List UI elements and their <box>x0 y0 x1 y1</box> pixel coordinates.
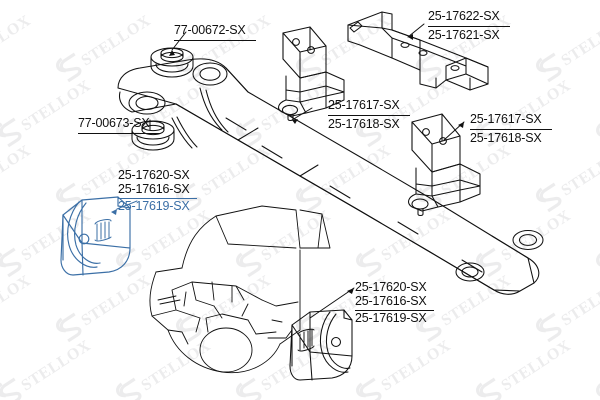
label-bracket-highlighted-divider <box>118 198 197 199</box>
label-bushing-left-underline <box>78 133 160 134</box>
label-mount-left-divider <box>328 115 410 116</box>
label-bracket-lower-right-line1: 25-17620-SX <box>355 280 427 294</box>
leader-bushing-top <box>171 31 187 51</box>
label-rear-crossmember-divider <box>428 26 510 27</box>
label-bushing-top-underline <box>174 40 256 41</box>
leader-mount-left <box>291 107 313 121</box>
label-bracket-lower-right-line3: 25-17619-SX <box>355 311 427 325</box>
bushing-top-part <box>150 47 194 78</box>
leader-rear-crossmember <box>407 23 425 38</box>
label-mount-right-line2: 25-17618-SX <box>470 131 542 145</box>
leader-bracket-lower-right <box>309 287 355 319</box>
label-bracket-lower-right-line2: 25-17616-SX <box>355 294 427 308</box>
crossmember-main <box>117 58 544 295</box>
engine-mount-left-front <box>277 26 345 122</box>
leader-lines <box>149 23 465 319</box>
rear-crossmember-bar <box>347 11 489 91</box>
bracket-lower-right-part <box>289 309 353 381</box>
engine-mount-right-rear <box>407 113 481 217</box>
bushing-left-part <box>131 120 175 151</box>
leader-arrowhead-highlight <box>111 209 117 215</box>
vehicle-ghost-outline <box>149 205 331 374</box>
label-mount-left-line2: 25-17618-SX <box>328 117 400 131</box>
label-rear-crossmember-line2: 25-17621-SX <box>428 28 500 42</box>
label-mount-right-line1: 25-17617-SX <box>470 112 542 126</box>
label-bushing-left-line1: 77-00673-SX <box>78 116 150 130</box>
label-bracket-highlighted-line1: 25-17620-SX <box>118 168 190 182</box>
label-rear-crossmember-line1: 25-17622-SX <box>428 9 500 23</box>
label-bushing-top-line1: 77-00672-SX <box>174 23 246 37</box>
bracket-highlighted-part <box>60 196 138 276</box>
label-mount-left-line1: 25-17617-SX <box>328 98 400 112</box>
label-bracket-highlighted-line3: 25-17619-SX <box>118 199 190 213</box>
label-bracket-lower-right-divider <box>355 310 434 311</box>
label-mount-right-divider <box>470 129 552 130</box>
label-bracket-highlighted-line2: 25-17616-SX <box>118 182 190 196</box>
leader-arrowheads <box>169 34 464 294</box>
